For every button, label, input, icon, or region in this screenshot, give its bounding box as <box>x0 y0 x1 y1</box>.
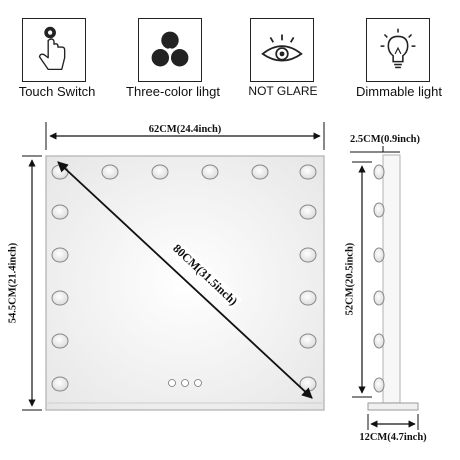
three-color-box <box>138 18 202 82</box>
side-profile <box>382 154 401 404</box>
not-glare-label: NOT GLARE <box>248 84 318 98</box>
three-circles-icon <box>151 31 189 67</box>
base-depth-label: 12CM(4.7inch) <box>359 432 427 443</box>
dimmable-box <box>366 18 430 82</box>
diagonal-arrow <box>57 161 313 399</box>
side-bulb <box>373 290 385 306</box>
bulb <box>51 333 69 349</box>
side-bulb <box>373 377 385 393</box>
bulb <box>51 290 69 306</box>
touch-buttons <box>168 379 202 387</box>
bulb <box>51 247 69 263</box>
depth-top-label: 2.5CM(0.9inch) <box>350 134 420 145</box>
bulb <box>51 164 69 180</box>
bulb <box>299 164 317 180</box>
bulb <box>201 164 219 180</box>
side-bulb <box>373 333 385 349</box>
bulb <box>101 164 119 180</box>
not-glare-box <box>250 18 314 82</box>
side-bulb <box>373 164 385 180</box>
bulb <box>251 164 269 180</box>
bulb <box>299 290 317 306</box>
touch-switch-box <box>22 18 86 82</box>
side-height-label: 52CM(20.5inch) <box>344 240 356 318</box>
width-label: 62CM(24.4inch) <box>146 124 224 135</box>
side-base <box>367 402 419 411</box>
eye-icon <box>261 34 303 62</box>
lightbulb-icon <box>380 28 416 69</box>
bulb <box>299 333 317 349</box>
three-color-label: Three-color lihgt <box>126 84 220 99</box>
touch-button <box>194 379 202 387</box>
touch-switch-label: Touch Switch <box>18 84 96 99</box>
mirror-frame <box>45 155 325 411</box>
bulb <box>51 204 69 220</box>
height-label: 54.5CM(21.4inch) <box>7 240 19 326</box>
finger-touch-icon <box>38 26 66 71</box>
bulb <box>151 164 169 180</box>
touch-button <box>181 379 189 387</box>
dimmable-label: Dimmable light <box>356 84 442 99</box>
bulb <box>299 247 317 263</box>
bulb <box>51 376 69 392</box>
touch-button <box>168 379 176 387</box>
side-bulb <box>373 247 385 263</box>
side-bulb <box>373 202 385 218</box>
side-bulbs <box>373 164 385 393</box>
bulb <box>299 204 317 220</box>
